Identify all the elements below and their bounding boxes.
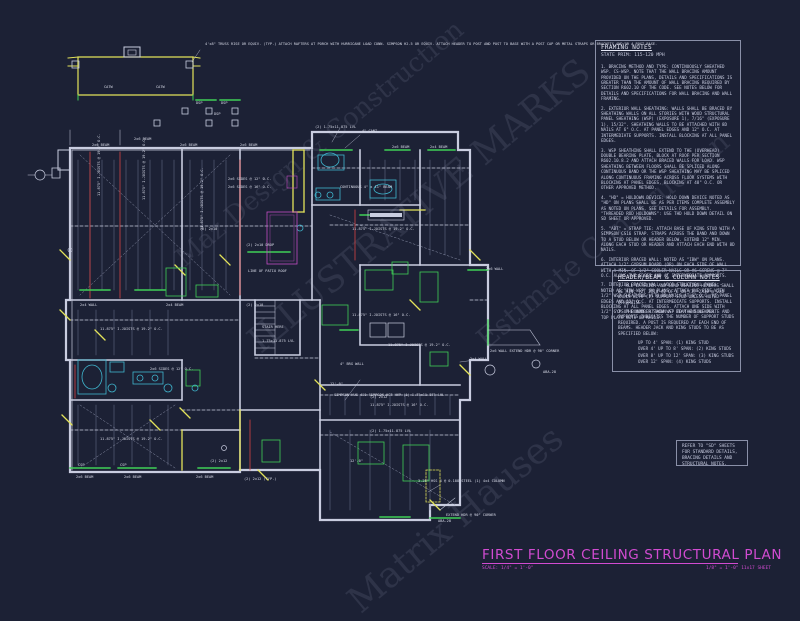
framing-note: 3. WSP SHEATHING SHALL EXTEND TO THE (OV… <box>601 147 730 191</box>
porch-beam-outline <box>77 56 194 96</box>
label-2x4-beam-1: 2x4 BEAM <box>166 303 184 307</box>
label-2x12-2: (2) 2x12 <box>370 395 387 399</box>
header-notes-title: HEADER/BEAM & COLUMN NOTES <box>618 274 720 281</box>
framing-note: 4. "HD" = HOLDOWN DEVICE: HOLD DOWN DEVI… <box>601 194 735 222</box>
label-lvl-3: (2) 1.75x11.875 LVL <box>370 429 411 433</box>
floor-plan: 4'x8" TRUSS RISE OR EQUIV. (TYP.) ATTACH… <box>27 42 657 523</box>
label-dim-1: 12'-0" <box>350 459 363 463</box>
framing-note: 5. "ABT" = STRAP TIE: ATTACH BASE OF KIN… <box>601 225 735 253</box>
label-extend-hdr-1: 2x6 WALL EXTEND HDR @ 90" CORNER <box>490 349 560 353</box>
label-beam-1: 2x6 BEAM <box>134 137 152 141</box>
reference-note-text: REFER TO "SD" SHEETS FOR STANDARD DETAIL… <box>682 444 738 467</box>
label-extend-hdr-2: EXTEND HDR @ 90" CORNER <box>446 513 497 517</box>
label-simpson: SIMPSON HUS 410 SIMPSON HGT HHP (1) 1.75… <box>334 393 444 397</box>
label-2x12-typ: (2) 2x12 (TYP.) <box>244 477 276 481</box>
label-cant: 4" CANT. <box>362 129 379 133</box>
header-note-stud: OVER 8' UP TO 12' SPAN: (3) KING STUDS <box>638 352 734 358</box>
label-catw-1: CATW <box>104 85 113 89</box>
header-note-stud: OVER 12' SPAN: (4) KING STUDS <box>638 359 712 365</box>
label-joists-7: 11.875" I-JOISTS @ 16" O.C. <box>352 313 410 317</box>
label-joists-6: 11.875" I-JOISTS @ 19.2" O.C. <box>352 227 415 231</box>
label-2x12-1: (2) 2x12 <box>210 459 227 463</box>
framing-notes-subtitle: STATE PRIM: 115-120 MPH <box>601 53 665 59</box>
label-joists-2: 11.875" I-JOISTS @ 19.2" O.C. <box>142 137 146 200</box>
label-sides-2: 2x6 SIDES @ 16" O.C. <box>228 185 271 189</box>
label-sides-1: 2x6 SIDES @ 12" O.C. <box>228 177 271 181</box>
label-2x4-beam-2: 2x4 BEAM <box>430 145 448 149</box>
label-lvl-2: 1.75x11.875 LVL <box>262 339 294 343</box>
label-dsp-3: DSP <box>214 112 221 116</box>
label-dsp-2: DSP <box>221 101 228 105</box>
reference-note-box: REFER TO "SD" SHEETS FOR STANDARD DETAIL… <box>676 440 748 467</box>
stair <box>254 299 276 356</box>
label-beam-6: 2x6 BEAM <box>124 475 142 479</box>
label-dsp-1: DSP <box>196 101 203 105</box>
label-sides-3: 2x6 SIDES @ 12" O.C. <box>150 367 193 371</box>
drawing-sheet: ILLUSTRATIVE MARKS Matrix Hauses Estimat… <box>27 15 783 621</box>
label-2x10-2: (2) 2x10 <box>246 303 263 307</box>
label-dim-2: 12'-0" <box>330 382 343 386</box>
label-continuous-beam: CONTINUOUS 4" x 11" BEAM <box>340 185 393 189</box>
framing-note: 2. EXTERIOR WALL SHEATHING: WALLS SHALL … <box>601 105 733 144</box>
label-aba-1: ABA-28 <box>543 370 556 374</box>
plan-title-underline <box>482 563 738 564</box>
header-note-stud: OVER 4' UP TO 8' SPAN: (2) KING STUDS <box>638 346 732 352</box>
label-beam-5: 2x6 BEAM <box>76 475 94 479</box>
fixture-icons <box>77 152 397 395</box>
label-beam-4: 2x6 BEAM <box>92 143 110 147</box>
porch-note-label: 4'x8" TRUSS RISE OR EQUIV. (TYP.) ATTACH… <box>205 42 657 46</box>
label-2x4-wall-2: 2x4 WALL <box>470 357 487 361</box>
header-note: 1. ALL EXTERIOR AND LOAD BEARING HEADERS… <box>618 283 734 305</box>
framing-note: 1. BRACING METHOD AND TYPE: CONTINUOUSLY… <box>601 63 733 102</box>
label-csp-1: CSP <box>120 463 127 467</box>
scale-label-left: SCALE: 1/4" = 1'-0" <box>482 566 534 571</box>
plan-title: FIRST FLOOR CEILING STRUCTURAL PLAN <box>482 547 783 563</box>
header-notes-panel: HEADER/BEAM & COLUMN NOTES 1. ALL EXTERI… <box>612 270 741 372</box>
label-joists-1: 11.875" I-JOISTS @ 19.2" O.C. <box>97 133 101 196</box>
label-joists-5: 11.875" I-JOISTS @ 19.2" O.C. <box>100 437 163 441</box>
label-catw-2: CATW <box>156 85 165 89</box>
label-joists-8: 11.875" I-JOISTS @ 16" O.C. <box>370 403 428 407</box>
label-patio-roof: LINE OF PATIO ROOF <box>248 269 287 273</box>
framing-note: 7. INTERIOR BRACED WALL: WOOD STRUCTURAL… <box>601 282 733 320</box>
label-beam-3: 2x6 BEAM <box>240 143 258 147</box>
label-beam-8: 2x6 BEAM <box>392 145 410 149</box>
label-beam-2: 2x6 BEAM <box>180 143 198 147</box>
label-joists-4: 11.875" I-JOISTS @ 19.2" O.C. <box>100 327 163 331</box>
label-stair: STAIR HERE <box>262 325 284 329</box>
framing-notes-title: FRAMING NOTES <box>601 44 652 51</box>
label-2x4-wall-1: 2x4 WALL <box>80 303 97 307</box>
framing-notes-panel: FRAMING NOTES STATE PRIM: 115-120 MPH 1.… <box>595 40 741 320</box>
header-note: 2. THE NUMBER SHOWN AT BEAM AND HEADER S… <box>618 309 734 336</box>
label-aba-2: ABA-28 <box>438 519 451 523</box>
label-joists-3: 11.875" I-JOISTS @ 19.2" O.C. <box>200 167 204 230</box>
label-joists-9: 11.875" I-JOISTS @ 19.2" O.C. <box>388 343 451 347</box>
label-beam-7: 2x6 BEAM <box>196 475 214 479</box>
scale-label-right: 1/8" = 1'-0" 11x17 SHEET <box>706 566 772 571</box>
label-2x10-1: (2) 2x10 <box>200 227 217 231</box>
north-arrow-icon <box>34 169 46 181</box>
label-hss-column: 3.25" HSS 4 @ 0.188 STEEL (1) 4x4 COLUMN <box>418 479 505 483</box>
label-brg-wall: 4" BRG WALL <box>340 362 364 366</box>
label-2x6-wall: 2x6 WALL <box>486 267 503 271</box>
post-square-icon <box>123 46 141 58</box>
label-2x10-drop: (2) 2x10 DROP <box>246 243 274 247</box>
header-note-stud: UP TO 4' SPAN: (1) KING STUD <box>638 340 709 346</box>
label-csp-2: CSP <box>78 463 85 467</box>
label-lvl-1: (2) 1.75x11.875 LVL <box>315 125 356 129</box>
